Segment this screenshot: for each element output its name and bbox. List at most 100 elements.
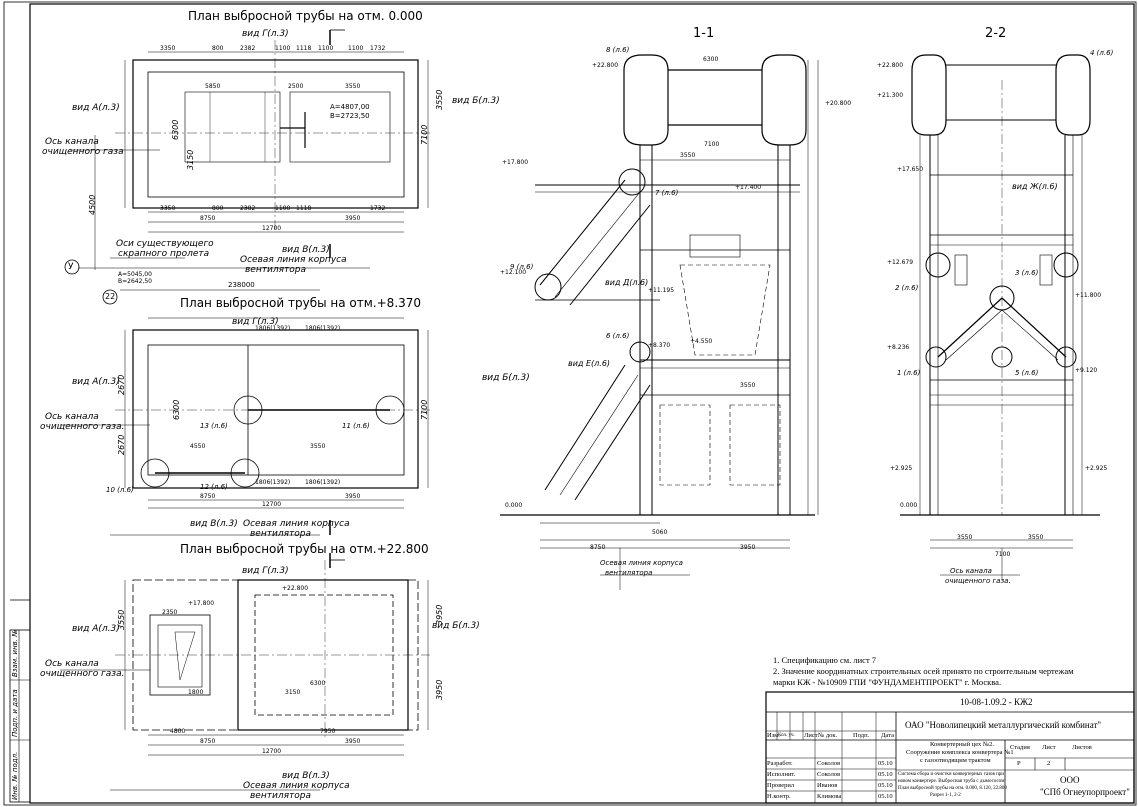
dim-2382-bot: 2382 (240, 205, 256, 212)
dim-1800-p3: 1800 (188, 689, 204, 696)
dim-12700-p1: 12700 (262, 225, 282, 232)
dim-3550-p2: 3550 (310, 443, 326, 450)
dim-8750-p2: 8750 (200, 493, 216, 500)
date-2: 05.10 (878, 771, 893, 778)
dim-3950-p1: 3950 (345, 215, 361, 222)
coord-a: А=4807,00 (330, 103, 370, 111)
col-list: Лист (804, 732, 818, 739)
dim-6300-s1: 6300 (703, 56, 719, 63)
elev-11195-s1: +11.195 (648, 287, 675, 294)
col-podp: Подп. (853, 732, 870, 739)
margin-strip (9, 629, 31, 803)
date-3: 05.10 (878, 782, 893, 789)
mark-9: 9 (л.6) (510, 263, 534, 271)
dim-2500: 2500 (288, 83, 304, 90)
fan-line-label-p3: Осевая линия корпуса (243, 781, 350, 791)
inner-frame (29, 3, 1135, 804)
col-kol: Кол. уч. (778, 733, 795, 738)
elev-21300-s2: +21.300 (877, 92, 904, 99)
fan-line-label-2: вентилятора (245, 265, 306, 275)
view-a-label-p3: вид А(л.3) (72, 624, 120, 634)
sheet-number: 2 (1047, 760, 1051, 767)
drawing-code: 10-08-1.09.2 - КЖ2 (960, 697, 1033, 707)
dim-238000: 238000 (228, 281, 255, 289)
dim-2670-p2b: 2670 (117, 434, 126, 455)
dim-3950-p3: 3950 (345, 738, 361, 745)
dim-3550: 3550 (345, 83, 361, 90)
role-1: Разработ. (767, 760, 793, 767)
dim-1806-bot-b: 1806(1392) (305, 479, 341, 486)
elev-2925-s2: +2.925 (890, 465, 913, 472)
date-1: 05.10 (878, 760, 893, 767)
dim-3950-p2: 3950 (345, 493, 361, 500)
dim-2670-p2a: 2670 (117, 374, 126, 395)
plan-title-22800: План выбросной трубы на отм.+22.800 (180, 542, 429, 556)
elev-8370-s1: +8.370 (648, 342, 671, 349)
dim-1100c-top: 1100 (348, 45, 364, 52)
section-title-1-1: 1-1 (693, 26, 715, 41)
dim-3550-s1: 3550 (680, 152, 696, 159)
sheet-title-2: новом конвертере. Выбросная труба с дымо… (898, 779, 1006, 784)
mark-4: 4 (л.6) (1090, 49, 1114, 57)
old-axis-label-2: скрапного пролета (118, 249, 210, 259)
dim-800-bot: 800 (212, 205, 224, 212)
mark-13: 13 (л.6) (200, 422, 228, 430)
dim-7100-s1: 7100 (704, 141, 720, 148)
dim-1732-top: 1732 (370, 45, 386, 52)
company-1: ООО (1060, 775, 1080, 785)
name-2: Соколов (817, 771, 841, 778)
elev-0-s1: 0.000 (505, 502, 523, 509)
elev-17800-s1: +17.800 (502, 159, 529, 166)
axis-gas-label-s2: Ось канала (950, 567, 992, 575)
dim-7950-p3: 7950 (320, 728, 336, 735)
dim-12700-p3: 12700 (262, 748, 282, 755)
role-4: Н.контр. (767, 793, 791, 800)
plan-0000 (64, 29, 430, 305)
sheets-header: Листов (1072, 744, 1092, 751)
dim-3350-top: 3350 (160, 45, 176, 52)
col-date: Дата (881, 732, 894, 739)
dim-3550-p1r: 3550 (435, 89, 444, 110)
view-v-label: вид В(л.3) (282, 245, 330, 255)
stage-header: Стадия (1010, 744, 1030, 751)
fan-line-label: Осевая линия корпуса (240, 255, 347, 265)
mark-5: 5 (л.6) (1015, 369, 1039, 377)
date-4: 05.10 (878, 793, 893, 800)
elev-22800-s2: +22.800 (877, 62, 904, 69)
dim-8750-p3: 8750 (200, 738, 216, 745)
object-3: с газоотводящим трактом (920, 757, 991, 764)
title-block (765, 691, 1135, 804)
dim-2382-top: 2382 (240, 45, 256, 52)
dim-1118-top: 1118 (296, 45, 312, 52)
elev-22800-s1: +22.800 (592, 62, 619, 69)
section-1-1 (500, 54, 819, 590)
name-1: Соколов (817, 760, 841, 767)
elev-11800-s2: +11.800 (1075, 292, 1102, 299)
sheet-title-3: План выбросной трубы на отм. 0.000, 8.12… (898, 786, 1007, 791)
dim-3550-p3: 3550 (117, 609, 126, 630)
elev-17800-p3: +17.800 (188, 600, 215, 607)
margin-vzam: Взам. инв. № (11, 629, 19, 677)
elev-17400-s1: +17.400 (735, 184, 762, 191)
company-2: "СПб Огнеупорпроект" (1040, 787, 1130, 797)
sheet-header: Лист (1042, 744, 1056, 751)
elev-12679-s2: +12.679 (887, 259, 914, 266)
view-zh-label: вид Ж(л.6) (1012, 182, 1058, 191)
note-1: 1. Спецификацию см. лист 7 (773, 655, 877, 665)
dim-4500: 4500 (88, 194, 97, 215)
dim-3550-s1b: 3550 (740, 382, 756, 389)
section-2-2 (900, 54, 1100, 580)
old-axis-label: Оси существующего (116, 239, 214, 249)
dim-1100b-top: 1100 (318, 45, 334, 52)
elev-9120-s2: +9.120 (1075, 367, 1098, 374)
coord-b2: В=2642,50 (118, 278, 152, 285)
object-2: Сооружение комплекса конвертера №1 (906, 749, 1014, 756)
fan-line-label-p2: Осевая линия корпуса (243, 519, 350, 529)
view-a-label: вид А(л.3) (72, 103, 120, 113)
fan-line-label-p2-2: вентилятора (250, 529, 311, 539)
mark-7: 7 (л.6) (655, 189, 679, 197)
dim-7100-p1: 7100 (420, 124, 429, 145)
dim-6300-p1: 6300 (171, 119, 180, 140)
dim-8750-s1: 8750 (590, 544, 606, 551)
